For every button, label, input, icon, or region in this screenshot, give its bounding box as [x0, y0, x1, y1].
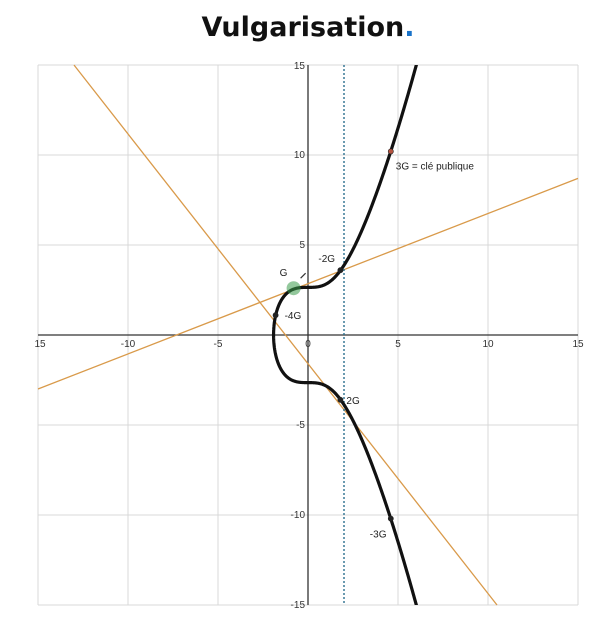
point-g-marker: [286, 281, 301, 296]
x-tick-label: 15: [572, 339, 584, 350]
construction-lines: [37, 64, 579, 606]
curve-path: [271, 65, 418, 605]
x-tick-label: 0: [305, 339, 311, 350]
point-g-leader: [300, 272, 307, 279]
point-label: G: [280, 268, 288, 279]
point-label: 3G = clé publique: [396, 161, 475, 172]
point-marker: [337, 396, 344, 403]
point-marker: [387, 515, 394, 522]
x-tick-label: -5: [214, 339, 223, 350]
point-label: -2G: [318, 254, 335, 265]
orange-line: [37, 177, 579, 390]
x-tick-label: 5: [395, 339, 401, 350]
y-tick-label: -5: [296, 420, 305, 431]
point-label: 2G: [346, 396, 360, 407]
point-marker: [387, 148, 394, 155]
point-label: -3G: [370, 530, 387, 541]
page-title: Vulgarisation.: [0, 12, 616, 43]
y-tick-label: 10: [294, 150, 306, 161]
title-text: Vulgarisation: [201, 12, 405, 43]
point-marker: [337, 267, 344, 274]
y-tick-label: 5: [299, 240, 305, 251]
x-tick-label: -10: [121, 339, 136, 350]
point-label: -4G: [285, 311, 302, 322]
orange-line: [73, 64, 498, 606]
axes: [38, 65, 578, 605]
curve-points: G -2G 2G -4G 3G = clé publique -3G: [272, 148, 475, 541]
elliptic-curve: [271, 65, 418, 605]
point-marker: [272, 312, 279, 319]
tick-labels: 15 -10 -5 0 5 10 15 -15 -10 -5 5 10 15: [34, 61, 584, 611]
x-tick-label: 10: [482, 339, 494, 350]
title-dot: .: [404, 12, 415, 43]
y-tick-label: 15: [294, 61, 306, 72]
x-tick-label: 15: [34, 339, 46, 350]
y-tick-label: -15: [291, 600, 306, 611]
y-tick-label: -10: [291, 510, 306, 521]
